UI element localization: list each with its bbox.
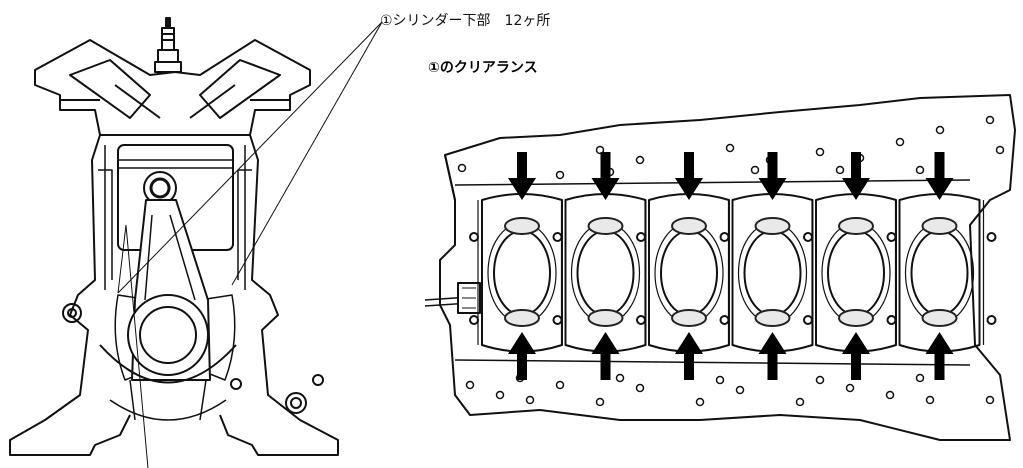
clearance-point-3-lower [671, 309, 707, 327]
clearance-arrows [508, 152, 954, 380]
clearance-point-2-lower [587, 309, 624, 327]
arrow-down-icon [842, 152, 870, 200]
arrow-up-icon [842, 332, 870, 380]
arrow-up-icon [925, 332, 954, 380]
cylinder-block-underside [424, 94, 1016, 441]
clearance-point-1-upper [504, 217, 540, 235]
clearance-point-2-upper [587, 217, 624, 235]
clearance-point-6-upper [921, 217, 958, 235]
arrow-up-icon [758, 332, 787, 380]
arrow-down-icon [591, 152, 620, 200]
clearance-point-1-lower [504, 309, 540, 327]
arrow-down-icon [758, 152, 787, 200]
clearance-point-4-upper [754, 217, 791, 235]
cylinder-bores [469, 193, 997, 353]
clearance-point-4-lower [754, 309, 791, 327]
callout-label-cylinder-lower: ①シリンダー下部 12ヶ所 [380, 13, 551, 29]
clearance-point-5-upper [838, 217, 874, 235]
arrow-down-icon [925, 152, 954, 200]
arrow-down-icon [508, 152, 536, 200]
clearance-point-6-lower [921, 309, 958, 327]
clearance-title: ①のクリアランス [428, 60, 538, 76]
arrow-up-icon [591, 332, 620, 380]
clearance-point-3-upper [671, 217, 707, 235]
engine-cross-section [9, 17, 339, 456]
spark-plug-icon [154, 17, 182, 73]
arrow-down-icon [675, 152, 703, 200]
clearance-point-5-lower [838, 309, 874, 327]
arrow-up-icon [675, 332, 703, 380]
arrow-up-icon [508, 332, 536, 380]
cylinder-head [34, 39, 311, 136]
cylinder-block [9, 134, 339, 456]
callout-leader-lines [117, 21, 383, 468]
clearance-points [504, 217, 958, 327]
